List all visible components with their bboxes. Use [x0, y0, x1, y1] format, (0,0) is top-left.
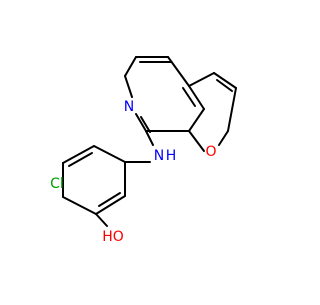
bond-14 — [227, 87, 237, 132]
chlorine-label: Cl — [50, 176, 64, 192]
bond-25 — [98, 192, 121, 207]
bond-7 — [188, 108, 205, 132]
bond-15 — [218, 130, 229, 146]
bond-28 — [95, 213, 108, 227]
bond-21 — [68, 152, 93, 167]
bond-10 — [167, 56, 190, 87]
bond-8 — [188, 85, 205, 110]
bond-11 — [188, 72, 215, 87]
bond-13 — [216, 79, 233, 92]
bonds-group — [62, 56, 237, 227]
bond-24 — [95, 195, 126, 215]
bond-23 — [62, 196, 97, 215]
bond-5 — [140, 116, 151, 133]
amine-nitrogen-label: N — [154, 148, 164, 164]
bond-19 — [93, 145, 126, 163]
bond-20 — [62, 145, 95, 164]
bond-9 — [182, 87, 196, 107]
bond-3 — [124, 75, 133, 98]
molecule-canvas: N O N H Cl HO — [50, 56, 237, 245]
bond-12 — [213, 72, 237, 89]
amine-hydrogen-label: H — [166, 148, 177, 164]
bond-17 — [145, 130, 154, 146]
furan-oxygen-label: O — [205, 144, 216, 160]
bond-4 — [135, 113, 147, 132]
hydroxyl-label: HO — [102, 229, 124, 245]
structure-diagram: N O N H Cl HO — [50, 56, 237, 245]
bond-16 — [188, 130, 205, 152]
ring-nitrogen-label: N — [124, 99, 134, 115]
bond-2 — [124, 56, 137, 77]
